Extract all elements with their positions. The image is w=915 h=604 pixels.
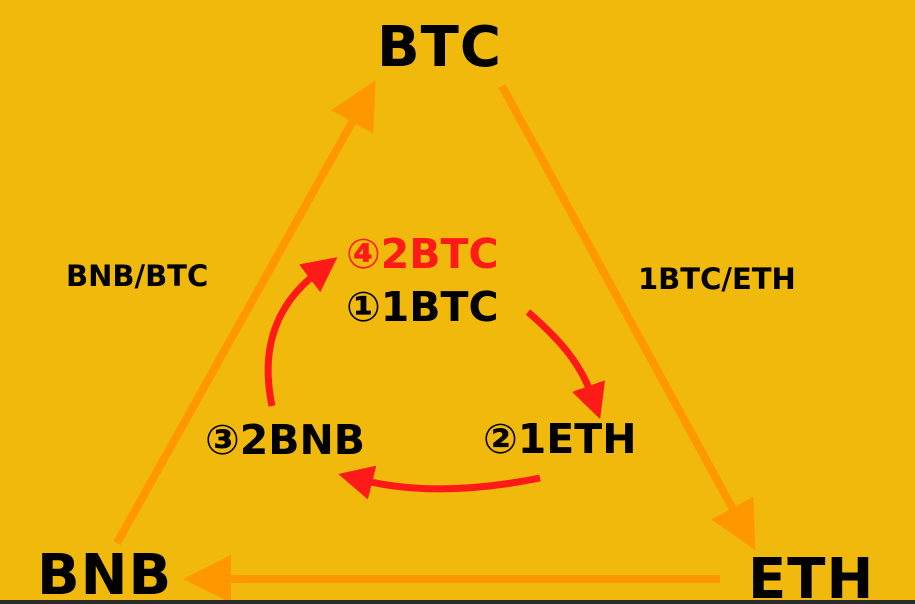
pair-label-btc-eth: 1BTC/ETH	[638, 262, 796, 296]
step-2: ②1ETH	[483, 415, 637, 463]
bottom-edge-strip	[0, 600, 915, 604]
node-eth: ETH	[748, 547, 875, 604]
arrow-step3-to-step4	[264, 257, 338, 407]
node-btc: BTC	[377, 15, 502, 80]
arrow-step2-to-step3	[338, 465, 541, 500]
arrow-bnb-to-btc	[113, 80, 376, 545]
pair-label-bnb-btc: BNB/BTC	[66, 259, 209, 293]
node-bnb: BNB	[37, 543, 173, 604]
step-4-result: ④2BTC	[346, 230, 499, 278]
step-1: ①1BTC	[346, 283, 499, 331]
step-3: ③2BNB	[205, 416, 366, 464]
arrow-step1-to-step2	[525, 309, 606, 420]
arrow-btc-to-eth	[498, 84, 756, 551]
